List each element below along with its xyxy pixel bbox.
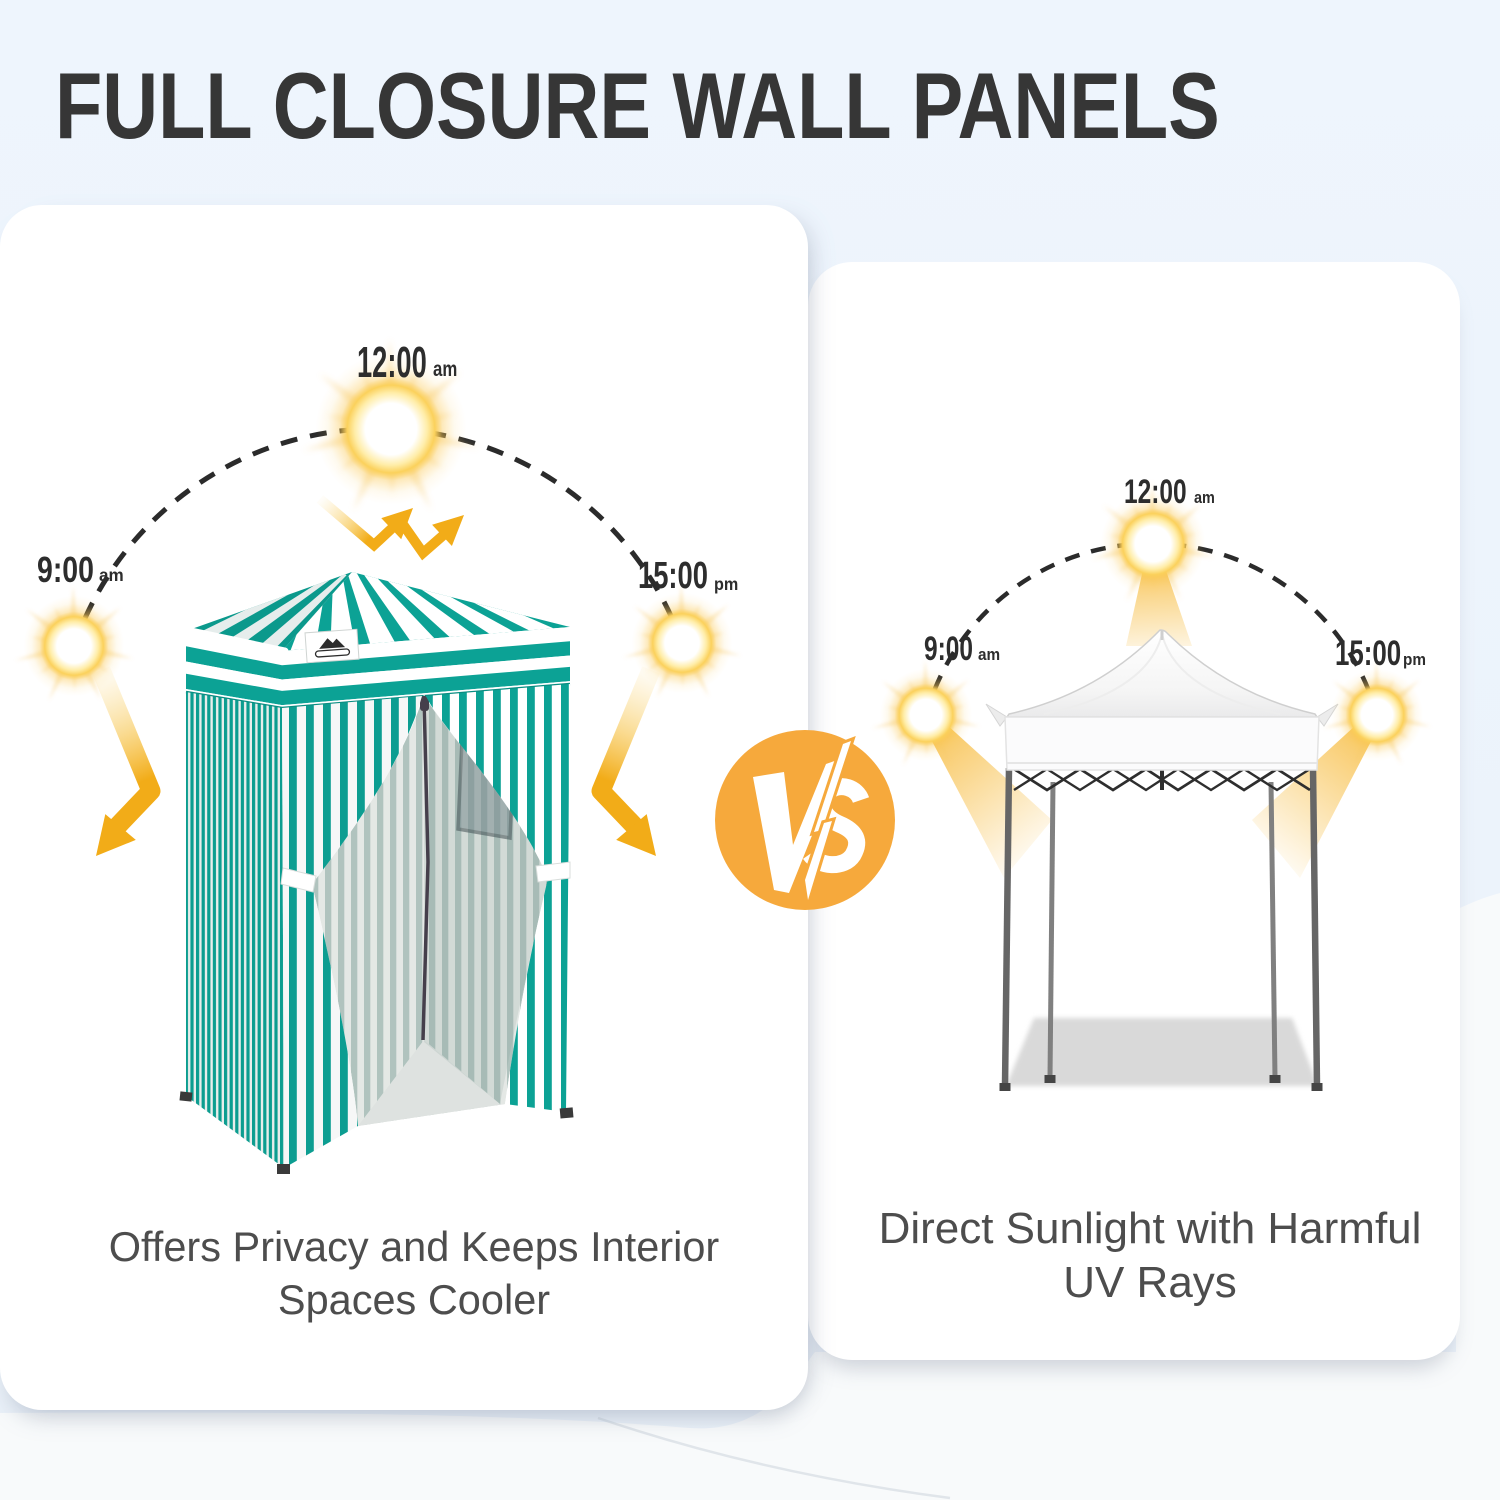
svg-text:pm: pm: [1403, 650, 1426, 669]
svg-text:am: am: [978, 645, 1000, 664]
svg-text:pm: pm: [714, 574, 738, 594]
svg-text:15:00: 15:00: [638, 555, 708, 597]
svg-text:15:00: 15:00: [1335, 633, 1401, 673]
svg-text:am: am: [99, 565, 124, 586]
svg-text:9:00: 9:00: [924, 630, 973, 668]
svg-text:12:00: 12:00: [1124, 473, 1187, 511]
svg-text:am: am: [433, 358, 457, 381]
svg-text:am: am: [1194, 489, 1215, 507]
svg-text:9:00: 9:00: [37, 550, 94, 590]
svg-text:12:00: 12:00: [357, 337, 427, 386]
